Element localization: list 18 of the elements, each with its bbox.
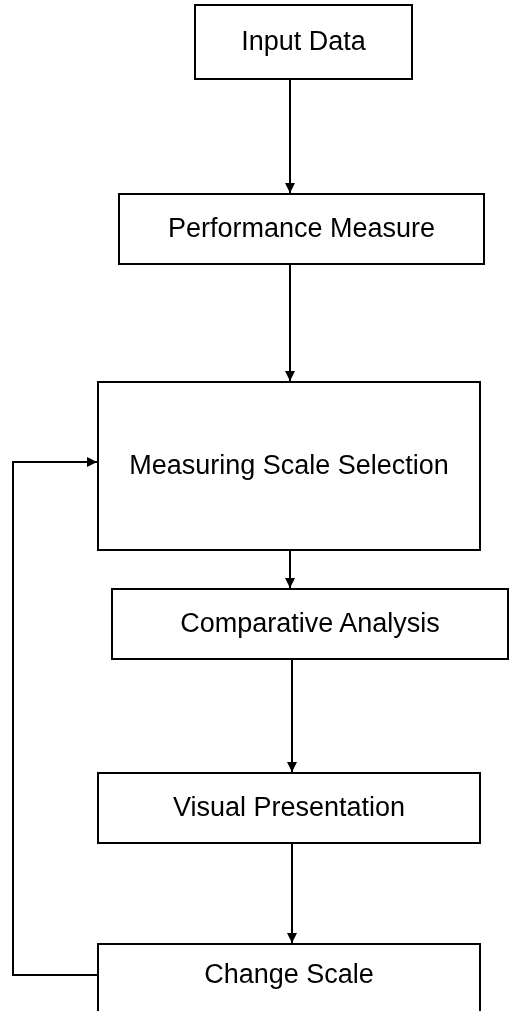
- arrow: [287, 843, 297, 944]
- arrow: [285, 79, 295, 194]
- box-label: Change Scale: [204, 958, 374, 992]
- process-box: [194, 4, 413, 80]
- process-box: [97, 381, 481, 551]
- arrow: [285, 550, 295, 589]
- arrow: [12, 457, 98, 976]
- box-label: Measuring Scale Selection: [129, 449, 449, 483]
- arrow: [287, 659, 297, 773]
- process-box: [118, 193, 485, 265]
- process-box: [111, 588, 509, 660]
- process-box: [97, 772, 481, 844]
- box-label: Visual Presentation: [172, 791, 406, 825]
- box-label: Performance Measure: [167, 212, 436, 246]
- process-box: [97, 943, 481, 1011]
- arrow: [285, 264, 295, 382]
- box-label: Comparative Analysis: [180, 607, 440, 641]
- box-label: Input Data: [241, 25, 366, 59]
